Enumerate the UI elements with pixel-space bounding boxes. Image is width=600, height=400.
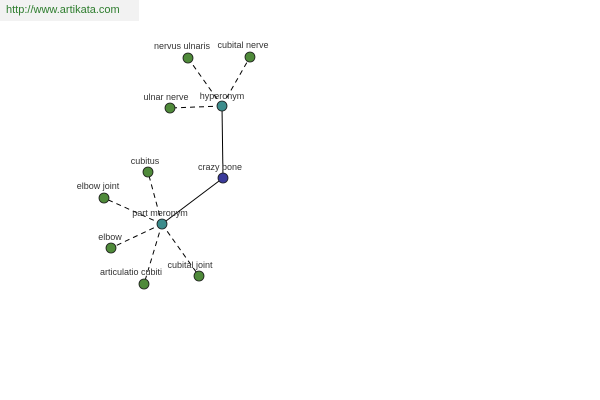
node-label-ulnar-nerve[interactable]: ulnar nerve	[143, 92, 188, 102]
node-label-part-meronym[interactable]: part meronym	[132, 208, 188, 218]
watermark-url: http://www.artikata.com	[0, 0, 139, 21]
node-label-elbow[interactable]: elbow	[98, 232, 122, 242]
node-label-cubitus[interactable]: cubitus	[131, 156, 160, 166]
node-hyperonym[interactable]	[216, 100, 228, 112]
edge-hyperonym-to-ulnar-nerve	[169, 105, 223, 109]
edge-part-meronym-to-articulatio-cubiti	[143, 223, 163, 285]
node-elbow[interactable]	[105, 242, 117, 254]
edge-crazy-bone-to-part-meronym	[161, 177, 224, 225]
node-label-cubital-joint[interactable]: cubital joint	[167, 260, 213, 270]
edge-part-meronym-to-cubital-joint	[161, 223, 200, 277]
nodes-layer	[98, 51, 256, 290]
edge-part-meronym-to-elbow-joint	[103, 197, 163, 225]
edge-part-meronym-to-elbow	[110, 223, 163, 249]
node-ulnar-nerve[interactable]	[164, 102, 176, 114]
edge-hyperonym-to-nervus-ulnaris	[187, 57, 223, 107]
node-articulatio-cubiti[interactable]	[138, 278, 150, 290]
node-part-meronym[interactable]	[156, 218, 168, 230]
node-label-elbow-joint[interactable]: elbow joint	[77, 181, 120, 191]
edge-crazy-bone-to-hyperonym	[221, 105, 224, 179]
node-label-crazy-bone[interactable]: crazy bone	[198, 162, 242, 172]
node-crazy-bone[interactable]	[217, 172, 229, 184]
node-cubital-nerve[interactable]	[244, 51, 256, 63]
node-label-articulatio-cubiti[interactable]: articulatio cubiti	[100, 267, 162, 277]
node-nervus-ulnaris[interactable]	[182, 52, 194, 64]
node-elbow-joint[interactable]	[98, 192, 110, 204]
labels-layer: crazy bone hyperonym part meronym nervus ul…	[77, 40, 269, 277]
node-label-nervus-ulnaris[interactable]: nervus ulnaris	[154, 41, 211, 51]
node-label-cubital-nerve[interactable]: cubital nerve	[217, 40, 268, 50]
node-cubital-joint[interactable]	[193, 270, 205, 282]
edge-hyperonym-to-cubital-nerve	[221, 56, 251, 107]
node-cubitus[interactable]	[142, 166, 154, 178]
node-label-hyperonym[interactable]: hyperonym	[200, 91, 245, 101]
edges-layer	[103, 56, 251, 285]
